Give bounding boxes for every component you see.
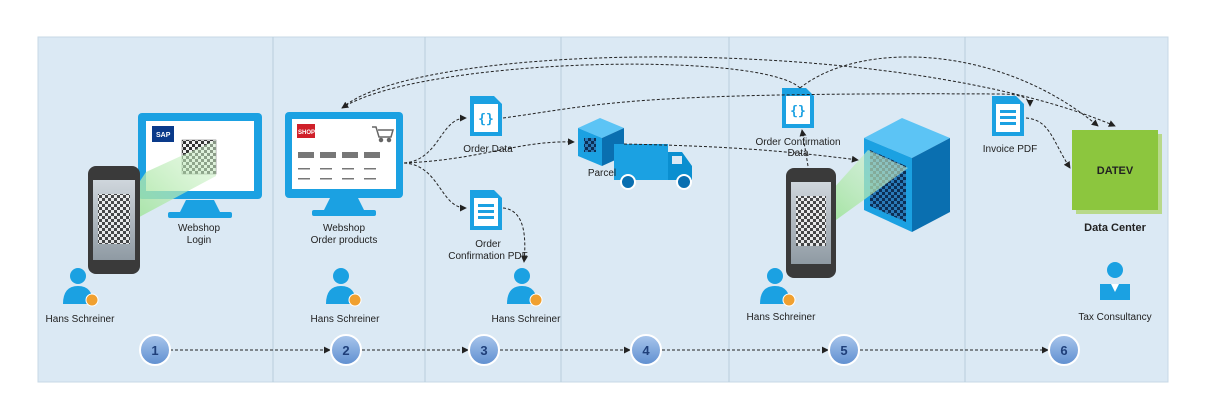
webshop-order-label-2: Order products — [311, 235, 378, 246]
svg-text:2: 2 — [342, 343, 349, 358]
product-grid — [298, 152, 380, 180]
svg-text:5: 5 — [840, 343, 847, 358]
column-dividers — [272, 37, 966, 382]
sap-logo: SAP — [156, 132, 171, 139]
tax-consultancy-label: Tax Consultancy — [1078, 312, 1151, 323]
svg-text:{}: {} — [790, 104, 806, 119]
consultant-icon — [1100, 262, 1130, 300]
parcel-label: Parcel — [588, 168, 616, 179]
order-conf-pdf-label-2: Confirmation PDF — [448, 251, 527, 262]
step-6: 6 — [1048, 334, 1080, 366]
document-file-icon — [470, 190, 502, 230]
svg-text:3: 3 — [480, 343, 487, 358]
phone-scanner — [88, 166, 140, 274]
phone-scanner — [786, 168, 836, 278]
step-5: 5 — [828, 334, 860, 366]
order-conf-pdf-label-1: Order — [475, 239, 501, 250]
step-2: 2 — [330, 334, 362, 366]
order-conf-data-label-1: Order Confirmation — [755, 137, 840, 148]
svg-text:6: 6 — [1060, 343, 1067, 358]
shopping-cart-icon — [372, 126, 394, 143]
truck-icon — [614, 144, 692, 190]
datev-label: DATEV — [1097, 165, 1134, 177]
datev-panel — [1072, 130, 1162, 214]
webshop-login-label-2: Login — [187, 235, 211, 246]
scan-beam — [130, 140, 216, 222]
svg-text:1: 1 — [151, 343, 158, 358]
webshop-monitor: SHOP — [285, 112, 403, 216]
person-label-3: Hans Schreiner — [492, 314, 562, 325]
invoice-pdf-label: Invoice PDF — [983, 144, 1037, 155]
step-1: 1 — [139, 334, 171, 366]
scan-beam — [832, 150, 908, 220]
order-data-label: Order Data — [463, 144, 513, 155]
webshop-login-label-1: Webshop — [178, 223, 221, 234]
json-file-icon: {} — [782, 88, 814, 128]
person-label-1: Hans Schreiner — [46, 314, 116, 325]
svg-text:{}: {} — [478, 112, 494, 127]
document-file-icon — [992, 96, 1024, 136]
diagram-background — [37, 36, 1169, 383]
flow-connectors — [341, 56, 1116, 263]
user-icon — [326, 268, 362, 307]
order-conf-data-label-2: Data — [787, 148, 809, 159]
step-3: 3 — [468, 334, 500, 366]
user-icon — [507, 268, 543, 307]
person-label-2: Hans Schreiner — [311, 314, 381, 325]
svg-text:4: 4 — [642, 343, 650, 358]
person-label-4: Hans Schreiner — [747, 312, 817, 323]
user-icon — [63, 268, 99, 307]
user-icon — [760, 268, 796, 307]
webshop-order-label-1: Webshop — [323, 223, 366, 234]
step-4: 4 — [630, 334, 662, 366]
json-file-icon: {} — [470, 96, 502, 136]
shop-logo: SHOP — [298, 130, 315, 136]
data-center-label: Data Center — [1084, 222, 1146, 234]
